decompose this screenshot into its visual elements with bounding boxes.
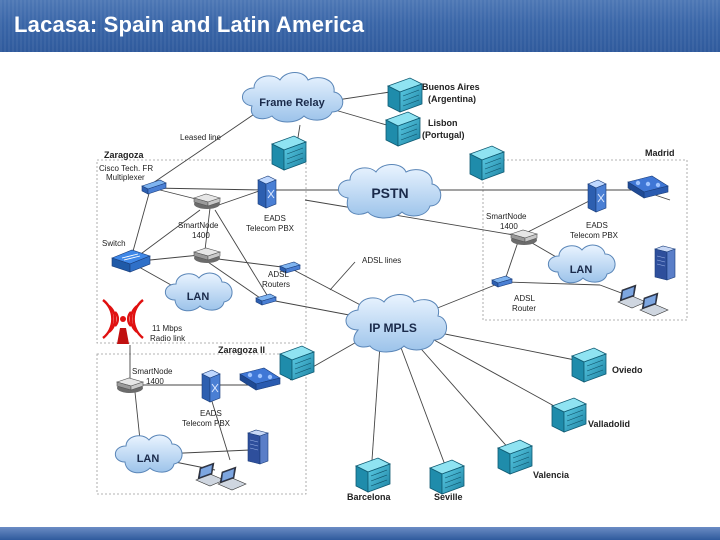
madrid-site-box xyxy=(482,159,688,321)
barcelona-label: Barcelona xyxy=(347,492,392,502)
router-zaragoza-icon xyxy=(193,247,221,264)
radio-link-icon xyxy=(102,299,144,344)
laptop-zaragoza2-icon xyxy=(217,466,247,491)
adsl-router-icon xyxy=(279,261,301,274)
laptop-madrid-icon xyxy=(617,284,647,309)
smartnode-zaragoza-label: 1400 xyxy=(192,231,210,240)
lan-zaragoza2-cloud: LAN xyxy=(114,434,183,474)
lan-zaragoza-cloud: LAN xyxy=(164,272,233,312)
seville-label: Seville xyxy=(434,492,463,502)
pstn-cloud: PSTN xyxy=(338,164,442,219)
phones-madrid-icon xyxy=(627,175,669,199)
smartnode-madrid-icon xyxy=(510,229,538,246)
ip-mpls-label: IP MPLS xyxy=(369,321,417,335)
zaragoza-site-box xyxy=(96,159,307,344)
lisbon-building-icon xyxy=(385,111,421,147)
lan-madrid-cloud: LAN xyxy=(547,244,616,284)
seville-building-icon xyxy=(429,459,465,495)
valencia-building-icon xyxy=(497,439,533,475)
multiplexer-label: Multiplexer xyxy=(106,173,145,182)
argentina-label: (Argentina) xyxy=(428,94,476,104)
buenos-aires-building-icon xyxy=(387,77,423,113)
adsl-routers-label: Routers xyxy=(262,280,290,289)
leased-line-label: Leased line xyxy=(180,133,221,142)
smartnode-zaragoza-label: SmartNode xyxy=(178,221,219,230)
smartnode-madrid-label: 1400 xyxy=(500,222,518,231)
adsl-router-madrid-icon xyxy=(491,275,513,288)
footer-bar xyxy=(0,527,720,540)
phones-zaragoza2-icon xyxy=(239,367,281,391)
smartnode-zaragoza2-label: 1400 xyxy=(146,377,164,386)
zaragoza2-building-icon xyxy=(279,345,315,381)
smartnode-madrid-label: SmartNode xyxy=(486,212,527,221)
title-bar-texture xyxy=(0,0,720,52)
switch-icon xyxy=(111,249,151,273)
lan-zaragoza-label: LAN xyxy=(187,291,210,303)
server-madrid-icon xyxy=(654,245,676,281)
title-bar: Lacasa: Spain and Latin America xyxy=(0,0,720,52)
barcelona-building-icon xyxy=(355,457,391,493)
oviedo-building-icon xyxy=(571,347,607,383)
switch-label: Switch xyxy=(102,239,126,248)
pbx-zaragoza2-label: Telecom PBX xyxy=(182,419,231,428)
pbx-zaragoza-icon xyxy=(257,175,277,209)
pbx-madrid-label: Telecom PBX xyxy=(570,231,619,240)
madrid-label: Madrid xyxy=(645,148,675,158)
zaragoza2-label: Zaragoza II xyxy=(218,345,265,355)
radio-link-label: 11 Mbps xyxy=(152,324,182,333)
pstn-label: PSTN xyxy=(371,185,408,201)
slide-title: Lacasa: Spain and Latin America xyxy=(14,12,365,37)
pbx-zaragoza2-label: EADS xyxy=(200,409,222,418)
valladolid-label: Valladolid xyxy=(588,419,630,429)
frame-relay-cloud: Frame Relay xyxy=(242,72,344,123)
oviedo-label: Oviedo xyxy=(612,365,643,375)
madrid-building-icon xyxy=(469,145,505,181)
smartnode-zaragoza2-label: SmartNode xyxy=(132,367,173,376)
server-zaragoza2-icon xyxy=(247,429,269,465)
smartnode-zaragoza-icon xyxy=(193,193,221,210)
zaragoza-building-icon xyxy=(271,135,307,171)
lan-zaragoza2-label: LAN xyxy=(137,453,160,465)
zaragoza2-site-box xyxy=(96,353,307,495)
multiplexer-label: Cisco Tech. FR xyxy=(99,164,153,173)
frame-relay-label: Frame Relay xyxy=(259,97,325,109)
adsl-router-icon xyxy=(255,293,277,306)
zaragoza-label: Zaragoza xyxy=(104,150,145,160)
adsl-lines-label: ADSL lines xyxy=(362,256,401,265)
lisbon-label: Lisbon xyxy=(428,118,458,128)
laptop-madrid-icon xyxy=(639,292,669,317)
buenos-aires-label: Buenos Aires xyxy=(422,82,480,92)
lan-madrid-label: LAN xyxy=(570,264,593,276)
valencia-label: Valencia xyxy=(533,470,570,480)
valladolid-building-icon xyxy=(551,397,587,433)
pbx-zaragoza-label: EADS xyxy=(264,214,286,223)
multiplexer-icon xyxy=(141,179,167,195)
smartnode-zaragoza2-icon xyxy=(116,377,144,394)
pbx-madrid-label: EADS xyxy=(586,221,608,230)
adsl-router-madrid-label: Router xyxy=(512,304,536,313)
adsl-router-madrid-label: ADSL xyxy=(514,294,535,303)
pbx-madrid-icon xyxy=(587,179,607,213)
radio-link-label: Radio link xyxy=(150,334,186,343)
adsl-routers-label: ADSL xyxy=(268,270,289,279)
portugal-label: (Portugal) xyxy=(422,130,465,140)
ip-mpls-cloud: IP MPLS xyxy=(345,294,447,353)
pbx-zaragoza2-icon xyxy=(201,369,221,403)
pbx-zaragoza-label: Telecom PBX xyxy=(246,224,295,233)
